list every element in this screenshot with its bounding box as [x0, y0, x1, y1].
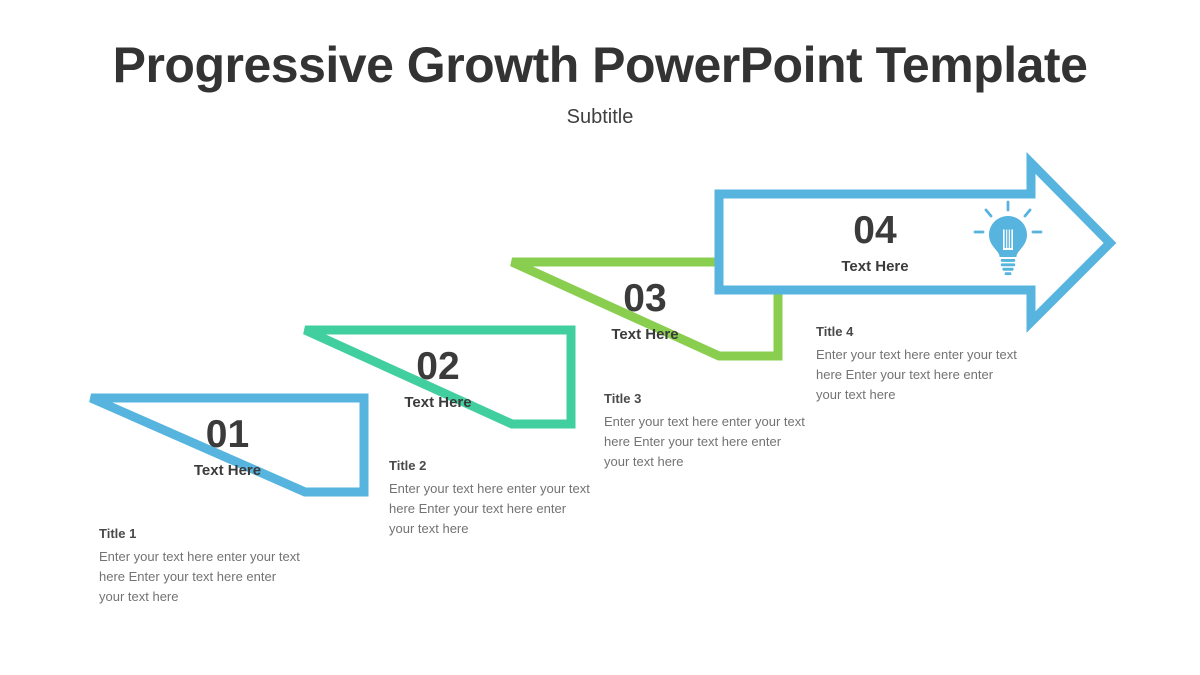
step-body-04: [714, 152, 1117, 333]
step-body-02: [303, 325, 576, 429]
lightbulb-icon: [973, 200, 1043, 276]
description-title-4: Title 4: [816, 324, 854, 339]
description-title-2: Title 2: [389, 458, 427, 473]
description-title-3: Title 3: [604, 391, 642, 406]
description-block-3: Title 3 Enter your text here enter your …: [604, 391, 809, 472]
step-body-03: [510, 257, 783, 361]
step-shape-03[interactable]: [510, 257, 783, 361]
step-shape-02[interactable]: [303, 325, 576, 429]
description-body-2: Enter your text here enter your text her…: [389, 481, 590, 537]
description-body-4: Enter your text here enter your text her…: [816, 347, 1017, 403]
description-body-1: Enter your text here enter your text her…: [99, 549, 300, 605]
description-title-1: Title 1: [99, 526, 137, 541]
step-shape-04[interactable]: [714, 152, 1117, 333]
page-title: Progressive Growth PowerPoint Template: [112, 37, 1088, 93]
description-block-4: Title 4 Enter your text here enter your …: [816, 324, 1021, 405]
description-block-2: Title 2 Enter your text here enter your …: [389, 458, 594, 539]
step-body-01: [89, 393, 369, 497]
step-shape-01[interactable]: [89, 393, 369, 497]
page-subtitle: Subtitle: [566, 106, 634, 128]
description-block-1: Title 1 Enter your text here enter your …: [99, 526, 304, 607]
description-body-3: Enter your text here enter your text her…: [604, 414, 805, 470]
